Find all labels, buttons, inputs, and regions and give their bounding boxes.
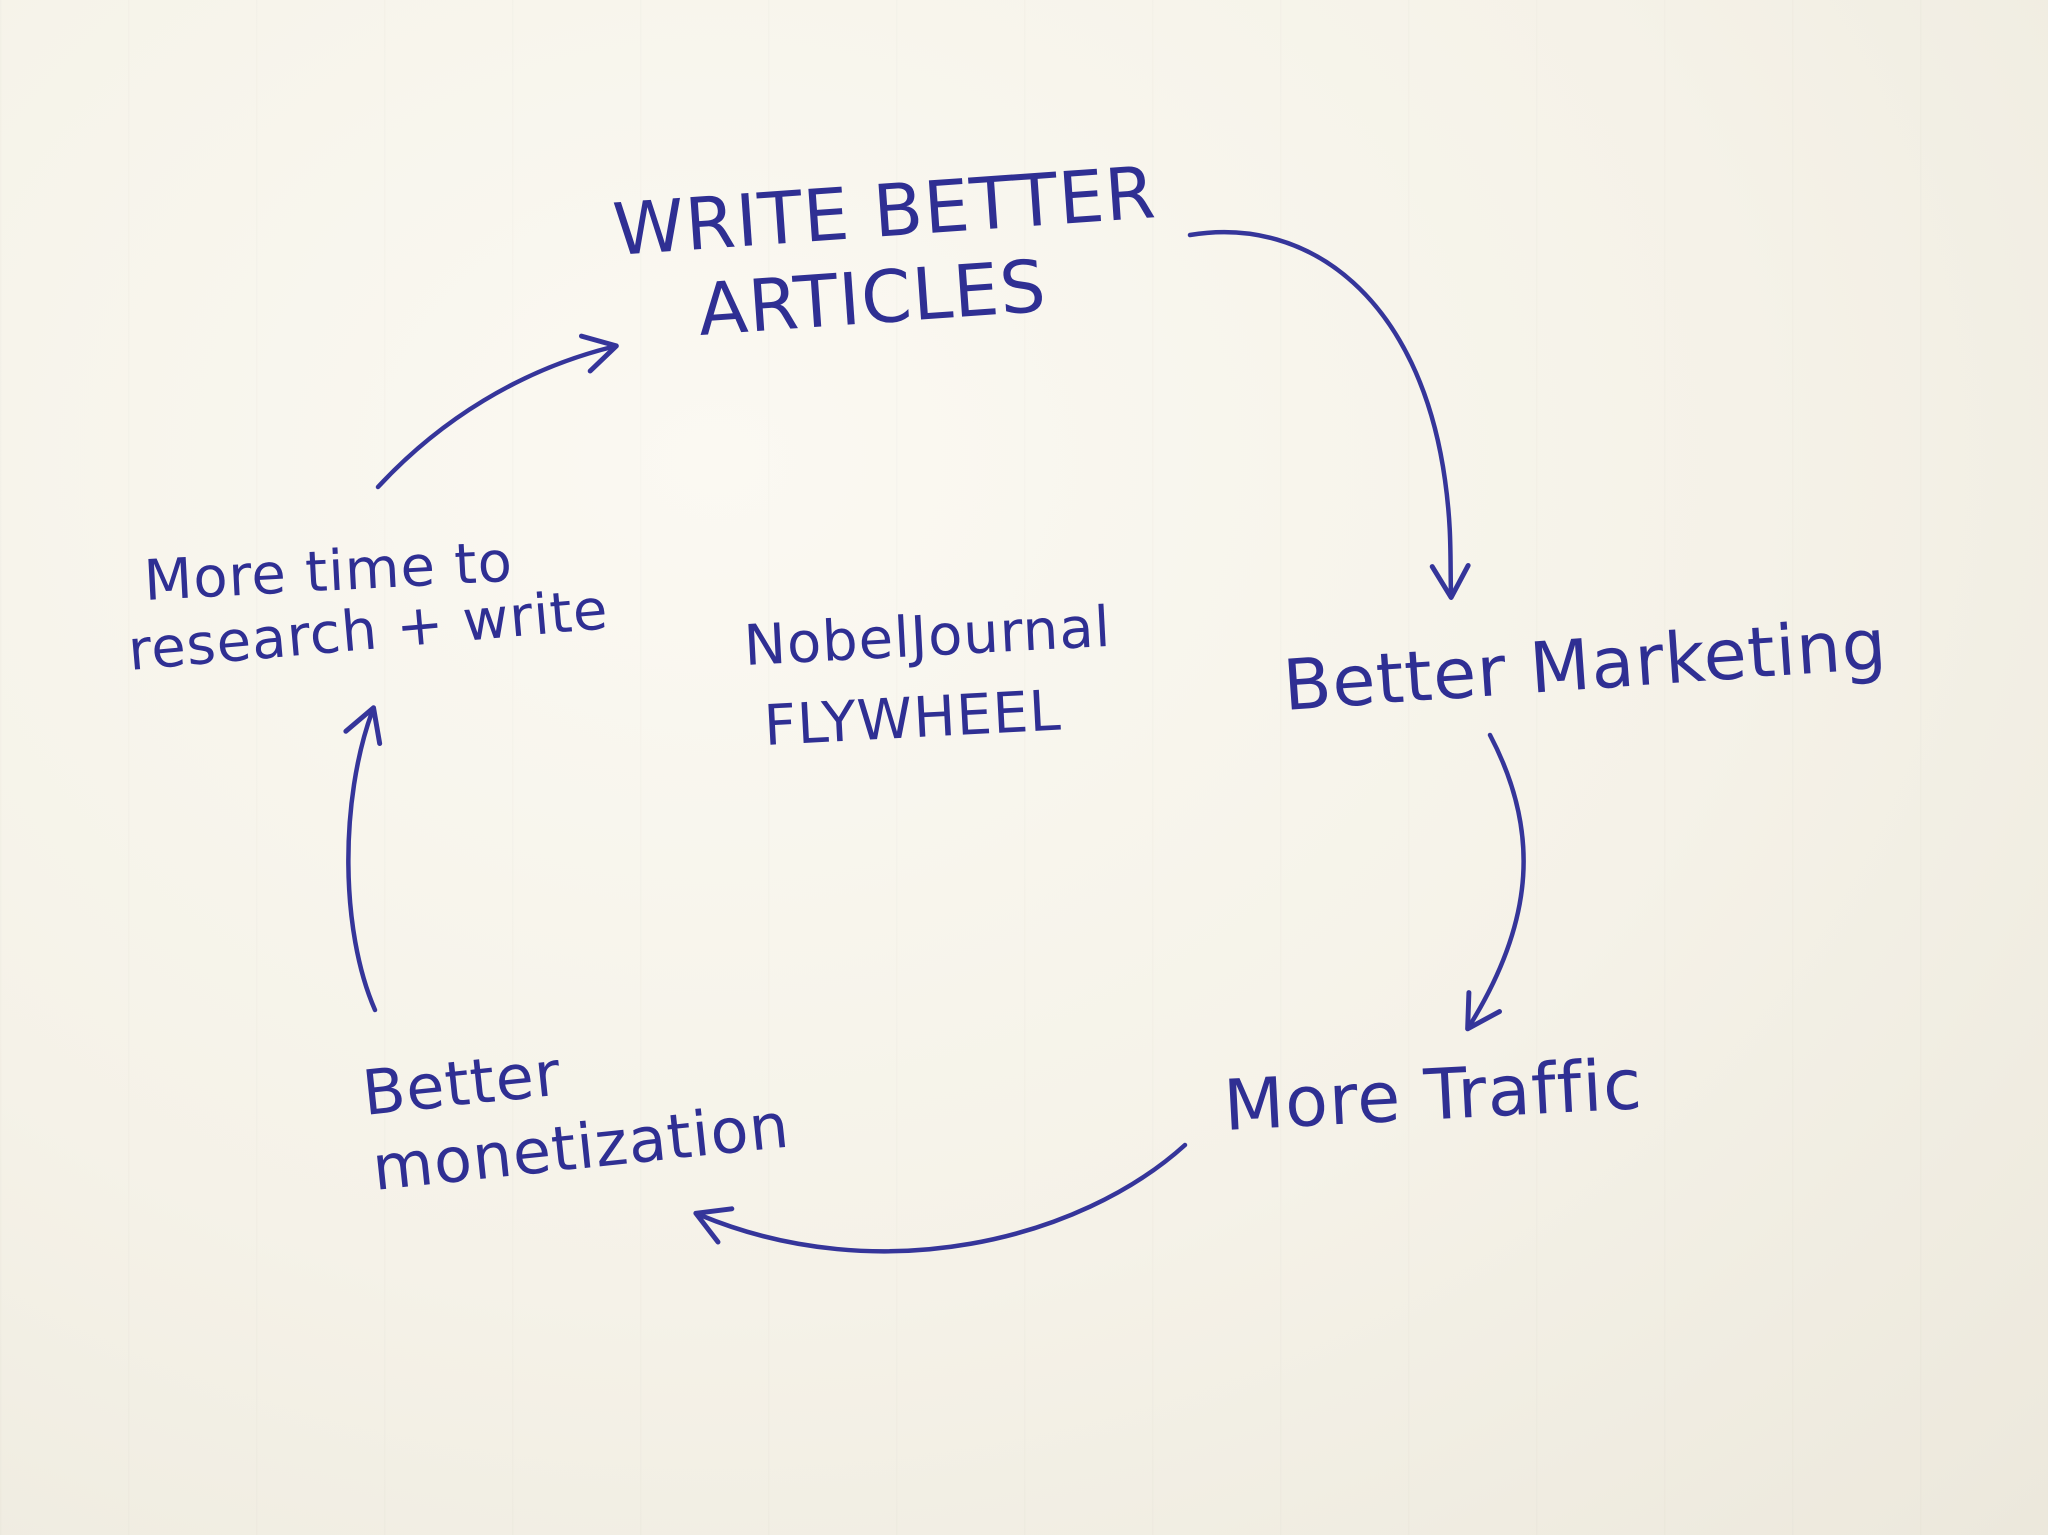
edge-marketing-to-traffic	[1465, 732, 1526, 1032]
node-traffic-line-1: More Traffic	[1222, 1043, 1645, 1147]
node-more-traffic: More Traffic	[1222, 1043, 1645, 1147]
edge-traffic-to-monetization	[693, 1142, 1188, 1254]
edge-monetization-to-time	[343, 705, 383, 1013]
edge-time-to-write	[375, 333, 619, 490]
node-marketing-line-1: Better Marketing	[1280, 603, 1889, 727]
node-write-better-articles: WRITE BETTER ARTICLES	[610, 150, 1158, 352]
edge-write-to-marketing	[1187, 229, 1471, 600]
center-title: NobelJournal FLYWHEEL	[742, 595, 1112, 759]
center-title-line-1: NobelJournal	[742, 595, 1112, 679]
node-better-monetization: Better monetization	[359, 1037, 793, 1205]
node-more-time: More time to research + write	[126, 530, 611, 684]
node-better-marketing: Better Marketing	[1280, 603, 1889, 727]
node-write-line-1: WRITE BETTER	[610, 150, 1158, 272]
center-title-line-2: FLYWHEEL	[762, 678, 1063, 758]
